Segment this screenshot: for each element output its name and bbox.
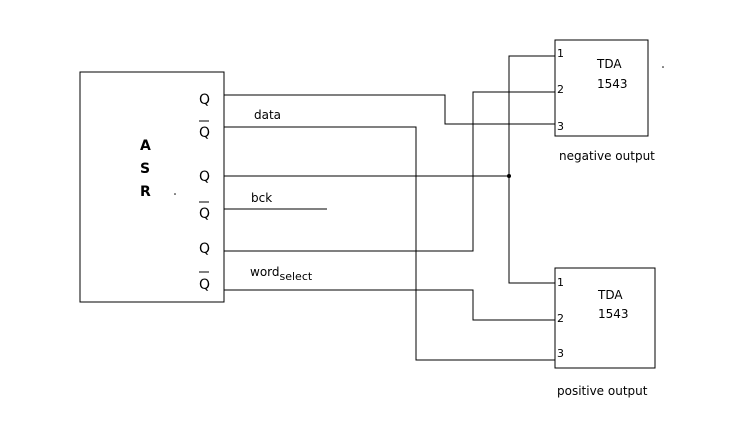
tda-top-pin-3: 3	[557, 120, 564, 133]
signal-label-data: data	[254, 108, 281, 122]
asr-dot	[174, 193, 176, 195]
output-q1: Q	[199, 92, 210, 108]
output-q4-bar: Q	[199, 206, 210, 222]
tda-top-pin-1: 1	[557, 47, 564, 60]
output-q2-bar: Q	[199, 125, 210, 141]
tda-bottom-caption: positive output	[557, 384, 648, 398]
stray-dot	[662, 66, 664, 68]
wire-wordselect-to-bottom-pin2	[224, 289, 555, 321]
wire-junction-dot	[507, 174, 511, 178]
wire-junction-to-bottom-pin1	[508, 176, 555, 284]
tda-bottom-pin-1: 1	[557, 276, 564, 289]
select-subscript: select	[280, 270, 313, 283]
tda-top-caption: negative output	[559, 149, 655, 163]
tda-bottom-pin-2: 2	[557, 312, 564, 325]
tda-top-block	[554, 39, 649, 137]
tda-top-pin-2: 2	[557, 83, 564, 96]
wire-data-to-bottom-pin3	[224, 126, 555, 361]
signal-label-bck: bck	[251, 191, 272, 205]
tda-top-number: 1543	[597, 77, 628, 91]
signal-label-word-select: wordselect	[250, 265, 313, 283]
asr-letter-r: R	[140, 184, 151, 200]
output-q3: Q	[199, 169, 210, 185]
tda-bottom-number: 1543	[598, 307, 629, 321]
output-q6-bar: Q	[199, 277, 210, 293]
asr-block	[79, 71, 225, 303]
wire-q1-to-top-pin3	[224, 94, 555, 125]
word-label: word	[250, 265, 280, 279]
output-q5: Q	[199, 241, 210, 257]
tda-bottom-name: TDA	[597, 288, 623, 302]
tda-bottom-block	[554, 267, 656, 369]
asr-letter-s: S	[140, 161, 150, 177]
asr-letter-a: A	[140, 138, 151, 154]
tda-top-name: TDA	[596, 57, 622, 71]
wire-q5-to-top-pin2	[224, 91, 555, 252]
wire-junction-to-top-pin1	[508, 55, 555, 176]
tda-bottom-pin-3: 3	[557, 347, 564, 360]
